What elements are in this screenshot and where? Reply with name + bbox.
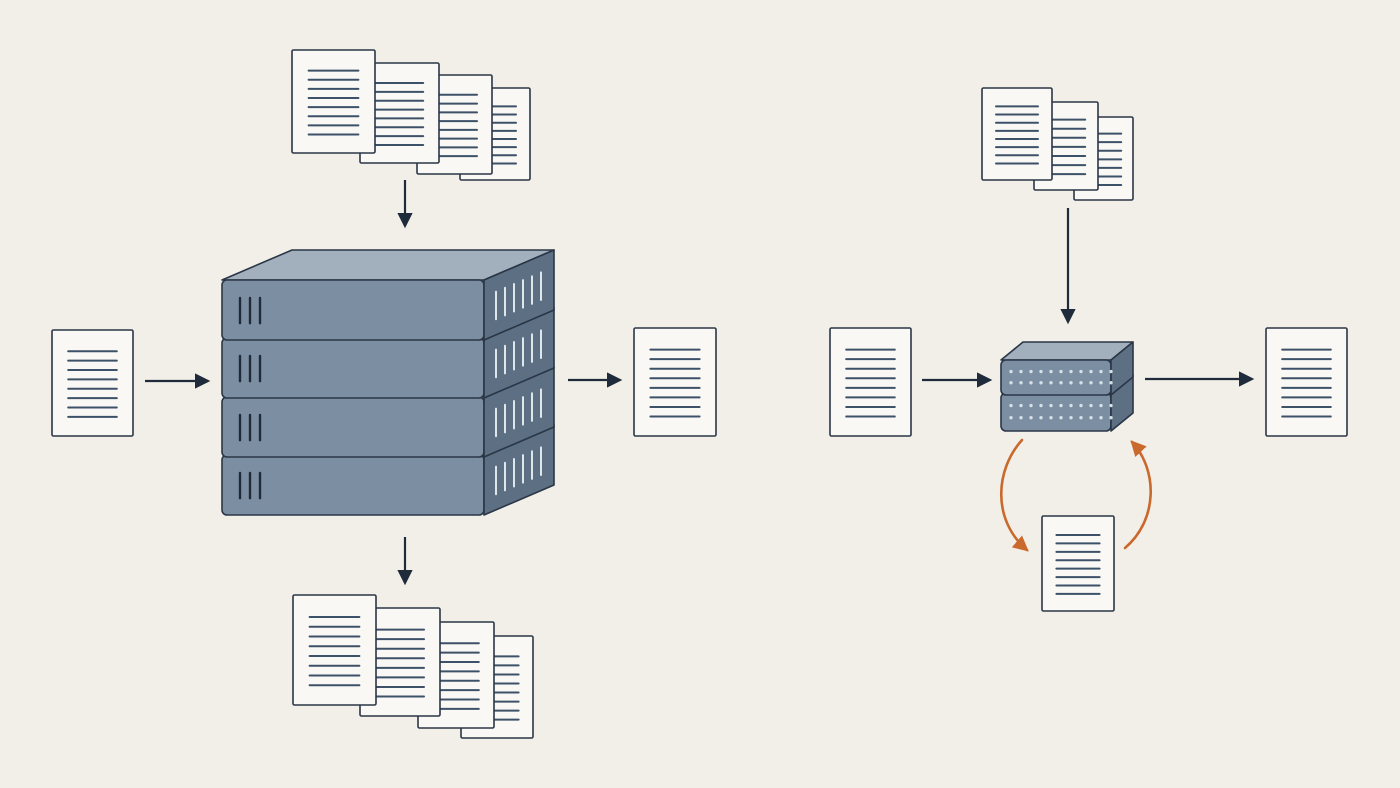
server-front-face	[1000, 392, 1112, 432]
vent-hole	[1099, 381, 1103, 385]
output-documents-bottom	[292, 594, 534, 739]
vent-hole	[1089, 381, 1093, 385]
server-front-face	[1000, 359, 1112, 396]
server-unit	[1000, 341, 1134, 396]
document-page	[1041, 515, 1115, 612]
vent-hole	[1059, 369, 1063, 374]
vent-hole	[1029, 369, 1033, 374]
server-unit	[221, 249, 555, 341]
server-front-face	[221, 337, 485, 399]
server-side-face	[483, 249, 555, 341]
vent-hole	[1109, 369, 1113, 374]
server-rack-icon	[1000, 341, 1134, 432]
output-document-right	[1265, 327, 1348, 437]
vent-hole	[1109, 416, 1113, 420]
vent-hole	[1059, 403, 1063, 408]
vent-hole	[1009, 369, 1013, 374]
document-page	[51, 329, 134, 437]
vent-hole	[1079, 381, 1083, 385]
vent-hole	[1109, 403, 1113, 408]
circular-arrow-icon	[999, 438, 1029, 552]
small-model-system	[829, 87, 1348, 612]
input-documents-top	[291, 49, 531, 181]
vent-hole	[1039, 416, 1043, 420]
input-document-left	[829, 327, 912, 437]
vent-hole	[1069, 403, 1073, 408]
vent-hole	[1079, 369, 1083, 374]
vent-hole	[1009, 403, 1013, 408]
input-document-left	[51, 329, 134, 437]
document-page	[291, 49, 376, 154]
vent-hole	[1039, 403, 1043, 408]
feedback-document	[1041, 515, 1115, 612]
vent-hole	[1059, 381, 1063, 385]
vent-hole	[1089, 416, 1093, 420]
vent-hole	[1059, 416, 1063, 420]
vent-hole	[1079, 416, 1083, 420]
vent-hole	[1069, 369, 1073, 374]
vent-hole	[1029, 381, 1033, 385]
vent-hole	[1019, 403, 1023, 408]
server-rack-icon	[221, 249, 555, 516]
server-front-face	[221, 279, 485, 341]
vent-hole	[1069, 381, 1073, 385]
vent-hole	[1109, 381, 1113, 385]
document-page	[981, 87, 1053, 181]
vent-hole	[1069, 416, 1073, 420]
document-page	[829, 327, 912, 437]
vent-hole	[1019, 369, 1023, 374]
document-icon	[981, 87, 1053, 181]
output-document-right	[633, 327, 717, 437]
vent-hole	[1099, 416, 1103, 420]
vent-hole	[1099, 403, 1103, 408]
vent-hole	[1049, 403, 1053, 408]
vent-hole	[1039, 369, 1043, 374]
vent-hole	[1049, 369, 1053, 374]
vent-hole	[1029, 416, 1033, 420]
vent-hole	[1079, 403, 1083, 408]
vent-hole	[1019, 416, 1023, 420]
document-page	[292, 594, 377, 706]
large-model-system	[51, 49, 717, 739]
server-front-face	[221, 454, 485, 516]
vent-hole	[1089, 403, 1093, 408]
input-documents-top	[981, 87, 1134, 201]
vent-hole	[1009, 381, 1013, 385]
circular-arrow-icon	[1123, 440, 1152, 550]
vent-hole	[1029, 403, 1033, 408]
server-front-face	[221, 396, 485, 458]
vent-hole	[1039, 381, 1043, 385]
vent-hole	[1049, 416, 1053, 420]
document-icon	[292, 594, 377, 706]
document-icon	[359, 62, 440, 164]
vent-hole	[1019, 381, 1023, 385]
document-page	[1265, 327, 1348, 437]
document-icon	[291, 49, 376, 154]
vent-hole	[1089, 369, 1093, 374]
server-unit	[1000, 374, 1134, 432]
vent-hole	[1099, 369, 1103, 374]
vent-hole	[1009, 416, 1013, 420]
document-page	[633, 327, 717, 437]
vent-hole	[1049, 381, 1053, 385]
